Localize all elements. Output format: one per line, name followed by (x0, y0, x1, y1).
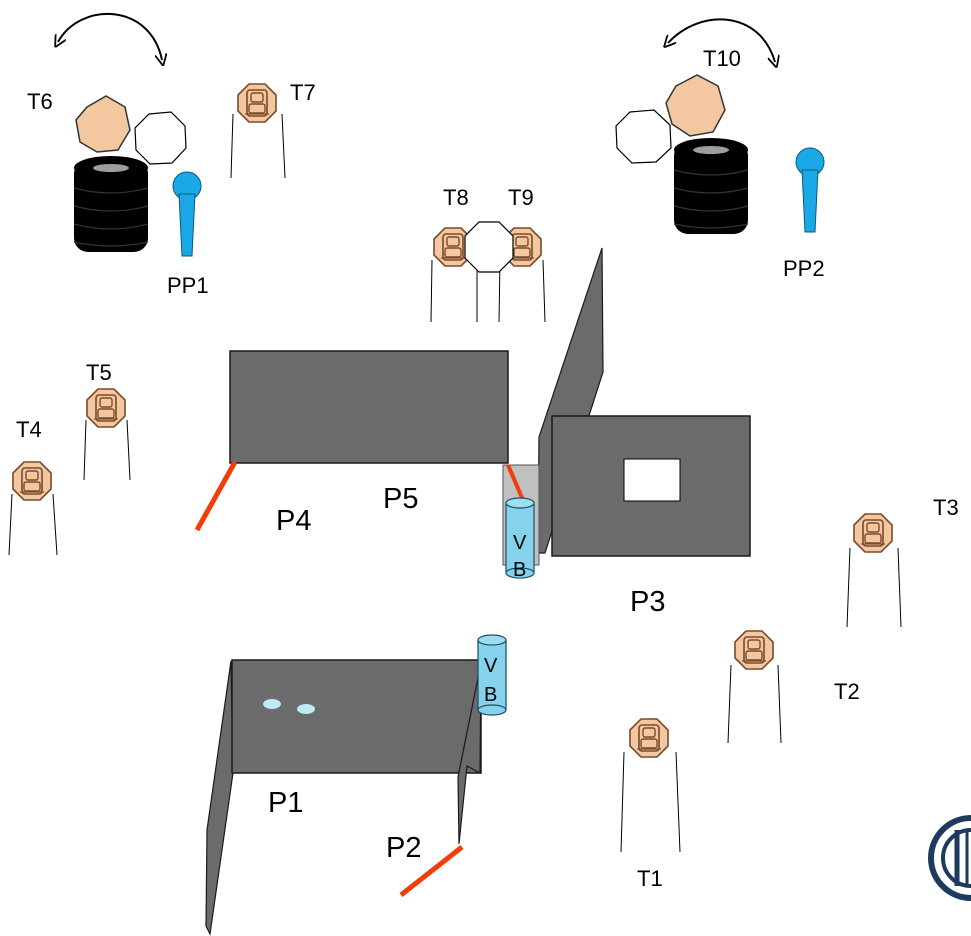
p3-label: P3 (630, 586, 665, 618)
pp1-label: PP1 (167, 273, 209, 298)
t3-tripod (846, 513, 902, 628)
rotation-arrow-icon (58, 13, 162, 60)
t7-tripod (230, 83, 286, 179)
panel-p2-wall (457, 662, 482, 845)
t2-tripod (727, 630, 782, 744)
rotation-arrow-icon (668, 18, 775, 62)
t8-t9-center-slot (464, 221, 514, 273)
t1-tripod (620, 718, 681, 853)
t10-camera-head (665, 74, 726, 137)
panel-p1 (231, 659, 482, 774)
vb-letter-b: B (513, 559, 526, 581)
t6-camera-head (75, 95, 131, 153)
t2-label: T2 (834, 679, 860, 704)
barrier-gate (506, 464, 525, 501)
t6-label: T6 (27, 89, 53, 114)
t8-label: T8 (443, 185, 469, 210)
t1-label: T1 (637, 866, 663, 891)
p5-label: P5 (383, 483, 418, 515)
ball-marker (263, 699, 281, 709)
t7-label: T7 (290, 80, 316, 105)
tire-stack (73, 155, 149, 253)
t10-label: T10 (703, 46, 741, 71)
t6-empty-slot (134, 111, 187, 165)
logo-emblem-icon (928, 815, 971, 901)
vb-letter-v: V (484, 655, 498, 677)
p4-label: P4 (276, 505, 311, 537)
t5-tripod (83, 388, 131, 481)
t4-label: T4 (16, 417, 42, 442)
pp2-post (795, 147, 825, 233)
t3-label: T3 (933, 495, 959, 520)
tire-stack (673, 137, 749, 235)
pp1-post (172, 171, 202, 257)
t4-tripod (8, 461, 58, 556)
p1-label: P1 (268, 787, 303, 819)
barrier-p2 (399, 845, 464, 897)
t10-empty-slot (615, 109, 672, 164)
panel-p1-side-wall (205, 660, 234, 936)
barrier-p4 (194, 460, 238, 532)
vb-letter-v: V (513, 532, 527, 554)
panel-p3-window (623, 458, 681, 502)
vb-letter-b: B (484, 684, 497, 706)
panel-p5 (229, 350, 509, 464)
t9-label: T9 (508, 185, 534, 210)
ball-marker (297, 704, 315, 714)
t5-label: T5 (86, 360, 112, 385)
pp2-label: PP2 (783, 256, 825, 281)
p2-label: P2 (386, 832, 421, 864)
